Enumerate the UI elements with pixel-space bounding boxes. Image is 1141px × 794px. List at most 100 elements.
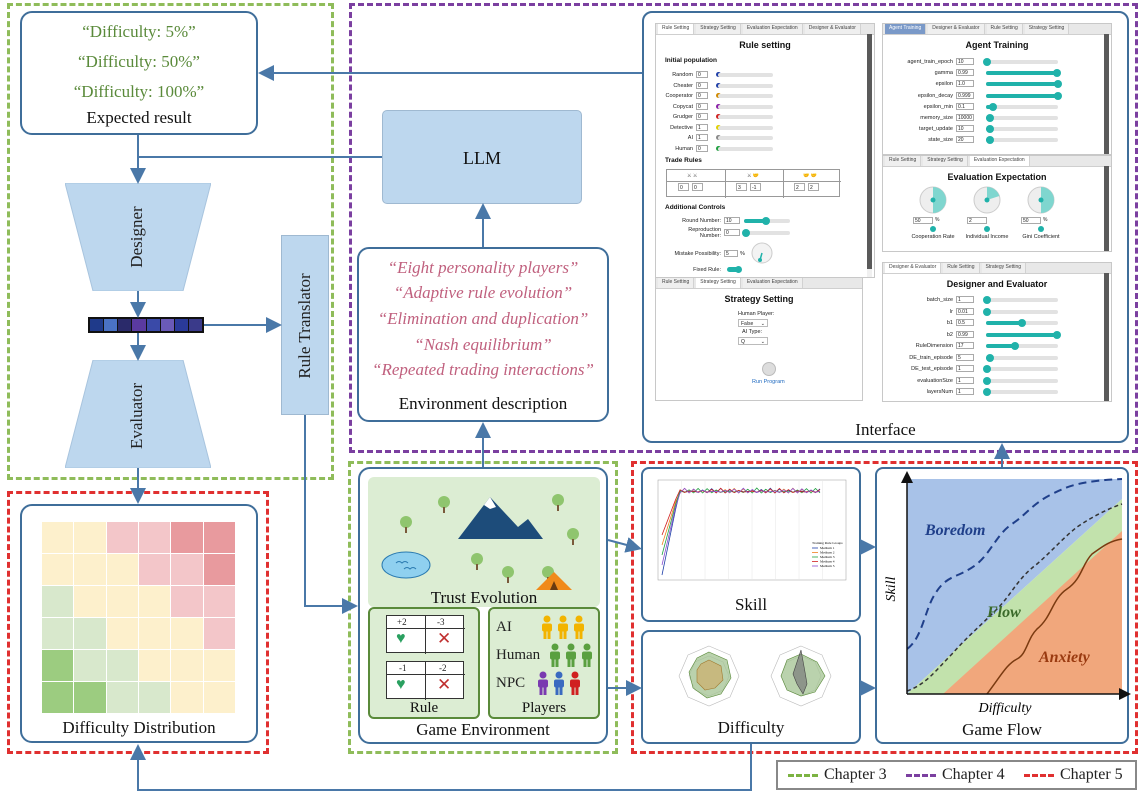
param-input[interactable]: 1 — [956, 388, 974, 395]
ai-type-select[interactable]: Q⌄ — [738, 337, 768, 345]
population-input[interactable]: 1 — [696, 123, 708, 131]
trade-value-input[interactable]: 2 — [808, 183, 819, 191]
gauge-input[interactable]: 2 — [967, 217, 987, 224]
gauge-input[interactable]: 50 — [1021, 217, 1041, 224]
difficulty-heatmap — [42, 522, 236, 714]
trade-value-input[interactable]: -1 — [750, 183, 761, 191]
param-slider[interactable] — [986, 342, 1058, 350]
trade-value-input[interactable]: 0 — [692, 183, 703, 191]
param-slider[interactable] — [985, 136, 1058, 145]
param-input[interactable]: 17 — [956, 342, 974, 349]
population-input[interactable]: 0 — [696, 144, 708, 152]
population-input[interactable]: 0 — [696, 113, 708, 120]
param-slider[interactable] — [986, 330, 1062, 339]
param-slider[interactable] — [986, 319, 1058, 327]
strategy-tab-strategy[interactable]: Strategy Setting — [696, 278, 741, 288]
reproduction-slider[interactable] — [742, 229, 790, 237]
param-input[interactable]: 5 — [956, 353, 974, 361]
strategy-tab-evaluation[interactable]: Evaluation Expectation — [742, 278, 803, 288]
evaluation-tab-strategy[interactable]: Strategy Setting — [923, 156, 968, 166]
gauge-input[interactable]: 50 — [913, 217, 933, 224]
param-slider[interactable] — [986, 80, 1062, 89]
gauge-knob[interactable] — [1038, 226, 1044, 232]
human-player-select[interactable]: False⌄ — [738, 319, 768, 327]
param-input[interactable]: 0.999 — [956, 91, 974, 99]
param-input[interactable]: 0.5 — [956, 319, 974, 326]
param-input[interactable]: 10 — [956, 125, 974, 133]
de-tab-designer[interactable]: Designer & Evaluator — [885, 263, 942, 273]
param-input[interactable]: 10 — [956, 58, 974, 65]
rule-setting-scrollbar[interactable] — [867, 34, 872, 277]
param-slider[interactable] — [983, 365, 1058, 373]
mistake-dial[interactable] — [751, 242, 773, 264]
gauge-knob[interactable] — [930, 226, 936, 232]
evaluation-tab-expectation[interactable]: Evaluation Expectation — [969, 156, 1030, 166]
param-slider[interactable] — [985, 125, 1058, 134]
strategy-tab-rule[interactable]: Rule Setting — [658, 278, 695, 288]
de-tab-rule[interactable]: Rule Setting — [943, 263, 980, 273]
agent-tab-strategy[interactable]: Strategy Setting — [1024, 24, 1070, 34]
reproduction-input[interactable]: 0 — [724, 229, 740, 236]
param-slider[interactable] — [983, 58, 1058, 66]
param-input[interactable]: 1.0 — [956, 80, 974, 88]
round-number-input[interactable]: 10 — [724, 217, 740, 224]
param-slider[interactable] — [986, 69, 1062, 78]
param-input[interactable]: 1 — [956, 365, 974, 372]
population-slider[interactable] — [718, 136, 773, 140]
population-slider[interactable] — [718, 115, 773, 119]
trade-value-input[interactable]: 3 — [736, 183, 747, 191]
param-slider[interactable] — [983, 307, 1058, 316]
param-input[interactable]: 10000 — [956, 114, 974, 121]
gauge-dial[interactable] — [1026, 185, 1056, 215]
gauge-dial[interactable] — [918, 185, 948, 215]
trade-value-input[interactable]: 2 — [794, 183, 805, 191]
designer-eval-scrollbar[interactable] — [1104, 273, 1109, 401]
difficulty-distribution-box: Difficulty Distribution — [20, 504, 258, 743]
population-slider[interactable] — [718, 73, 773, 77]
param-input[interactable]: 0.99 — [956, 330, 974, 338]
param-input[interactable]: 1 — [956, 376, 974, 384]
population-slider[interactable] — [718, 125, 773, 130]
run-program-button[interactable]: Run Program — [752, 379, 785, 385]
population-input[interactable]: 0 — [696, 71, 708, 78]
tab-designer-evaluator[interactable]: Designer & Evaluator — [804, 24, 861, 34]
tab-rule-setting[interactable]: Rule Setting — [658, 24, 695, 34]
evaluation-scrollbar[interactable] — [1104, 166, 1109, 251]
agent-tab-training[interactable]: Agent Training — [885, 24, 927, 34]
tab-evaluation-expectation[interactable]: Evaluation Expectation — [742, 24, 803, 34]
param-slider[interactable] — [986, 102, 1058, 111]
population-input[interactable]: 0 — [696, 102, 708, 110]
population-input[interactable]: 0 — [696, 81, 708, 89]
round-number-slider[interactable] — [744, 217, 790, 225]
param-slider[interactable] — [983, 376, 1058, 385]
population-input[interactable]: 0 — [696, 92, 708, 99]
agent-scrollbar[interactable] — [1104, 34, 1109, 154]
param-input[interactable]: 20 — [956, 136, 974, 144]
param-slider[interactable] — [986, 91, 1062, 100]
tab-strategy-setting[interactable]: Strategy Setting — [696, 24, 741, 34]
de-tab-strategy[interactable]: Strategy Setting — [981, 263, 1027, 273]
trade-value-input[interactable]: 0 — [678, 183, 689, 191]
population-slider[interactable] — [718, 94, 773, 98]
fixed-rule-toggle[interactable] — [727, 266, 742, 273]
population-slider[interactable] — [718, 104, 773, 109]
run-program-icon[interactable] — [762, 362, 776, 376]
param-slider[interactable] — [985, 353, 1058, 362]
param-input[interactable]: 0.01 — [956, 307, 974, 315]
gauge-dial[interactable] — [972, 185, 1002, 215]
evaluation-tab-rule[interactable]: Rule Setting — [885, 156, 922, 166]
param-input[interactable]: 1 — [956, 296, 974, 303]
gauge-label: Gini Coefficient — [1022, 234, 1060, 240]
agent-tab-rule[interactable]: Rule Setting — [986, 24, 1023, 34]
param-slider[interactable] — [983, 296, 1058, 304]
param-slider[interactable] — [983, 388, 1058, 396]
param-input[interactable]: 0.1 — [956, 102, 974, 110]
mistake-input[interactable]: 5 — [724, 250, 738, 257]
population-slider[interactable] — [718, 83, 773, 88]
param-input[interactable]: 0.99 — [956, 69, 974, 77]
population-input[interactable]: 1 — [696, 134, 708, 141]
gauge-knob[interactable] — [984, 226, 990, 232]
param-slider[interactable] — [985, 114, 1058, 122]
agent-tab-designer[interactable]: Designer & Evaluator — [928, 24, 985, 34]
population-slider[interactable] — [718, 146, 773, 151]
